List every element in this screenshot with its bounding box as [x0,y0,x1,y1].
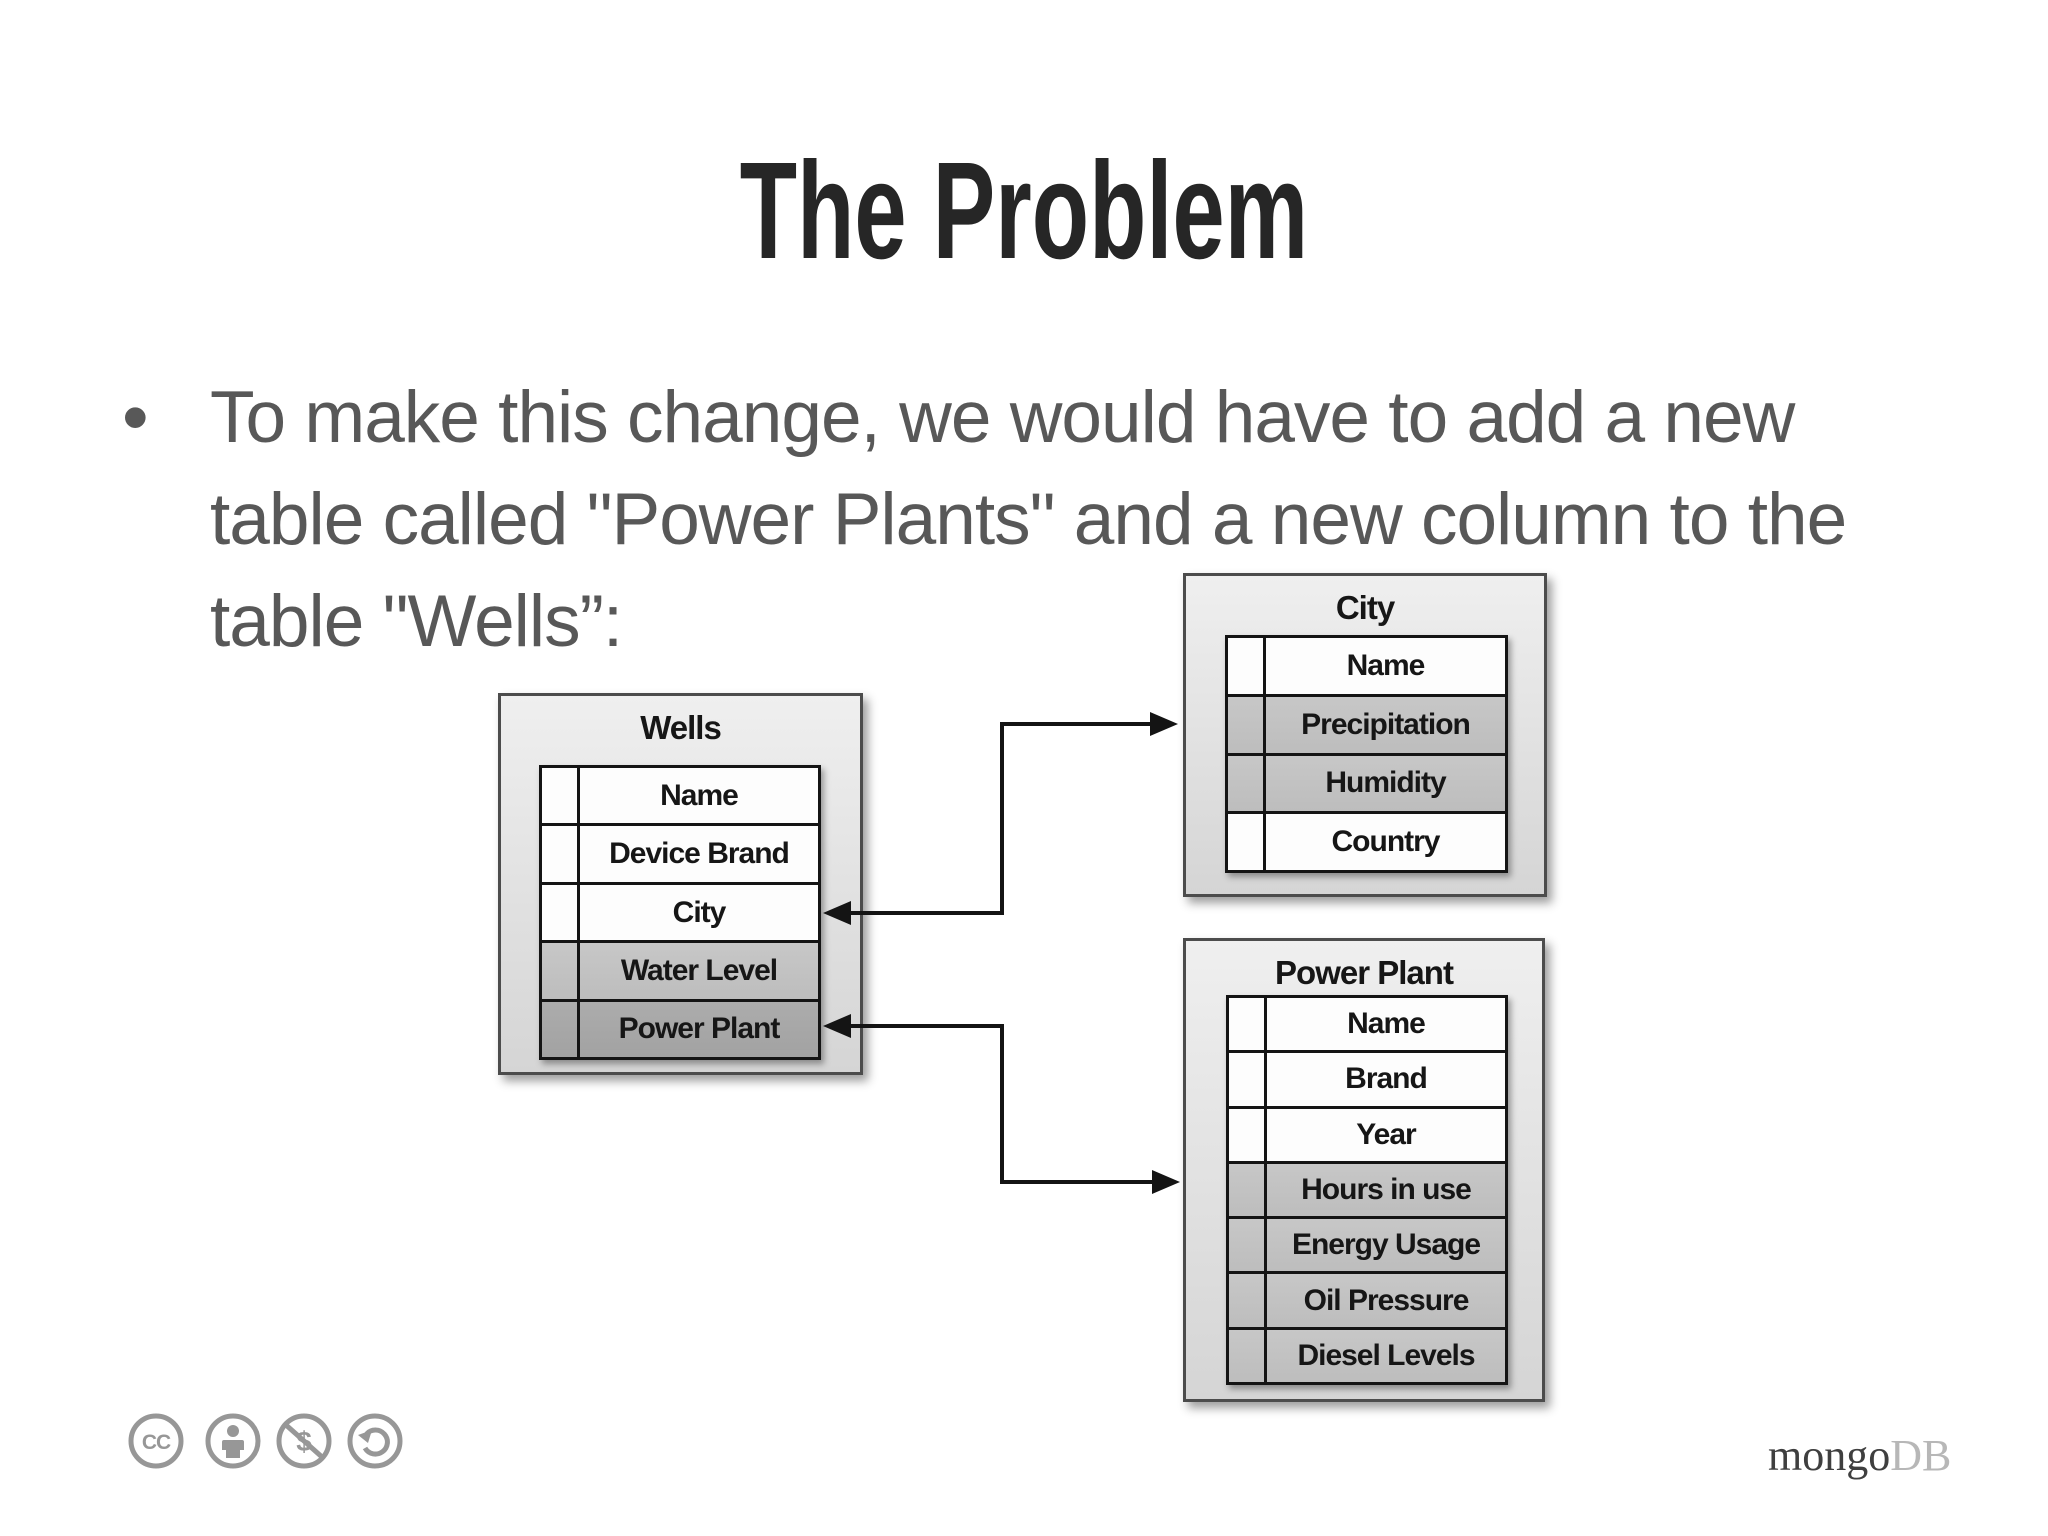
row-label: Name [1347,1007,1426,1041]
table-row: City [542,881,818,941]
bullet-line-2: table called "Power Plants" and a new co… [210,479,1847,560]
nc-icon-glyph: $ [284,1423,324,1459]
arrowhead-into-city-table [1150,712,1178,736]
key-cell [1229,1163,1267,1217]
key-cell [1229,1329,1267,1382]
row-label: Power Plant [618,1012,781,1046]
wells-city-connector [831,722,1164,915]
city-table-box: City Name Precipitation Humidity Country [1183,573,1547,897]
row-label: Water Level [620,953,778,987]
table-row: Country [1228,811,1505,870]
row-label: Year [1356,1117,1416,1151]
table-row: Energy Usage [1229,1216,1505,1272]
cc-license-icons: CC $ [128,1413,403,1469]
table-row: Device Brand [542,823,818,882]
table-row: Name [1229,998,1505,1051]
arrowhead-into-powerplant-table [1152,1170,1180,1194]
row-label: Precipitation [1301,707,1471,741]
table-row: Name [1228,638,1505,694]
row-label: Diesel Levels [1297,1338,1475,1372]
wells-table: Name Device Brand City Water Level Power… [539,765,821,1060]
key-cell [1229,1108,1267,1161]
by-icon [205,1413,261,1469]
key-cell [1228,755,1266,812]
bullet-line-1: To make this change, we would have to ad… [210,377,1795,458]
by-icon-glyph [222,1425,244,1458]
wells-table-title: Wells [640,709,722,746]
table-row: Brand [1229,1050,1505,1106]
power-plant-table: Name Brand Year Hours in use Energy Usag… [1226,995,1508,1385]
key-cell [542,884,580,941]
row-label: Country [1331,825,1441,859]
cc-icon-glyph: CC [142,1431,171,1454]
mongodb-logo: mongoDB [1768,1430,1951,1482]
wells-table-box: Wells Name Device Brand City Water Level… [498,693,863,1075]
table-row: Hours in use [1229,1160,1505,1217]
page-title: The Problem [0,136,2048,286]
row-label: Name [1346,648,1426,682]
mongodb-logo-secondary: DB [1890,1431,1952,1480]
key-cell [1228,814,1266,870]
key-cell [542,1001,580,1058]
key-cell [542,768,580,824]
sa-icon-glyph [358,1427,390,1457]
row-label: Hours in use [1301,1172,1472,1206]
bullet-line-3: table "Wells”: [210,581,623,662]
table-row: Year [1229,1105,1505,1161]
key-cell [542,943,580,999]
row-label: Energy Usage [1291,1228,1481,1262]
row-label: Oil Pressure [1303,1283,1470,1317]
wells-powerplant-connector [831,1024,1166,1184]
bullet-marker: • [122,375,149,460]
city-table-title: City [1335,589,1395,626]
row-label: Humidity [1325,766,1446,800]
row-label: Brand [1345,1062,1428,1096]
table-row: Name [542,768,818,824]
table-row: Humidity [1228,752,1505,812]
page-title-text: The Problem [739,134,1309,288]
key-cell [1229,1053,1267,1106]
table-row: Power Plant [542,998,818,1058]
table-row: Water Level [542,940,818,999]
cc-icon [128,1413,184,1469]
power-plant-table-title: Power Plant [1275,954,1454,991]
row-label: Name [660,778,739,812]
bullet-paragraph: To make this change, we would have to ad… [210,367,1847,673]
key-cell [1228,696,1266,753]
key-cell [1229,1274,1267,1327]
city-table: Name Precipitation Humidity Country [1225,635,1508,873]
key-cell [542,826,580,882]
key-cell [1229,1219,1267,1272]
table-row: Oil Pressure [1229,1271,1505,1327]
table-row: Diesel Levels [1229,1326,1505,1382]
power-plant-table-box: Power Plant Name Brand Year Hours in use… [1183,938,1545,1402]
nc-icon [276,1413,332,1469]
table-row: Precipitation [1228,693,1505,753]
row-label: Device Brand [609,837,790,871]
key-cell [1229,998,1267,1051]
row-label: City [672,895,727,929]
key-cell [1228,638,1266,694]
mongodb-logo-primary: mongo [1768,1431,1891,1480]
sa-icon [347,1413,403,1469]
